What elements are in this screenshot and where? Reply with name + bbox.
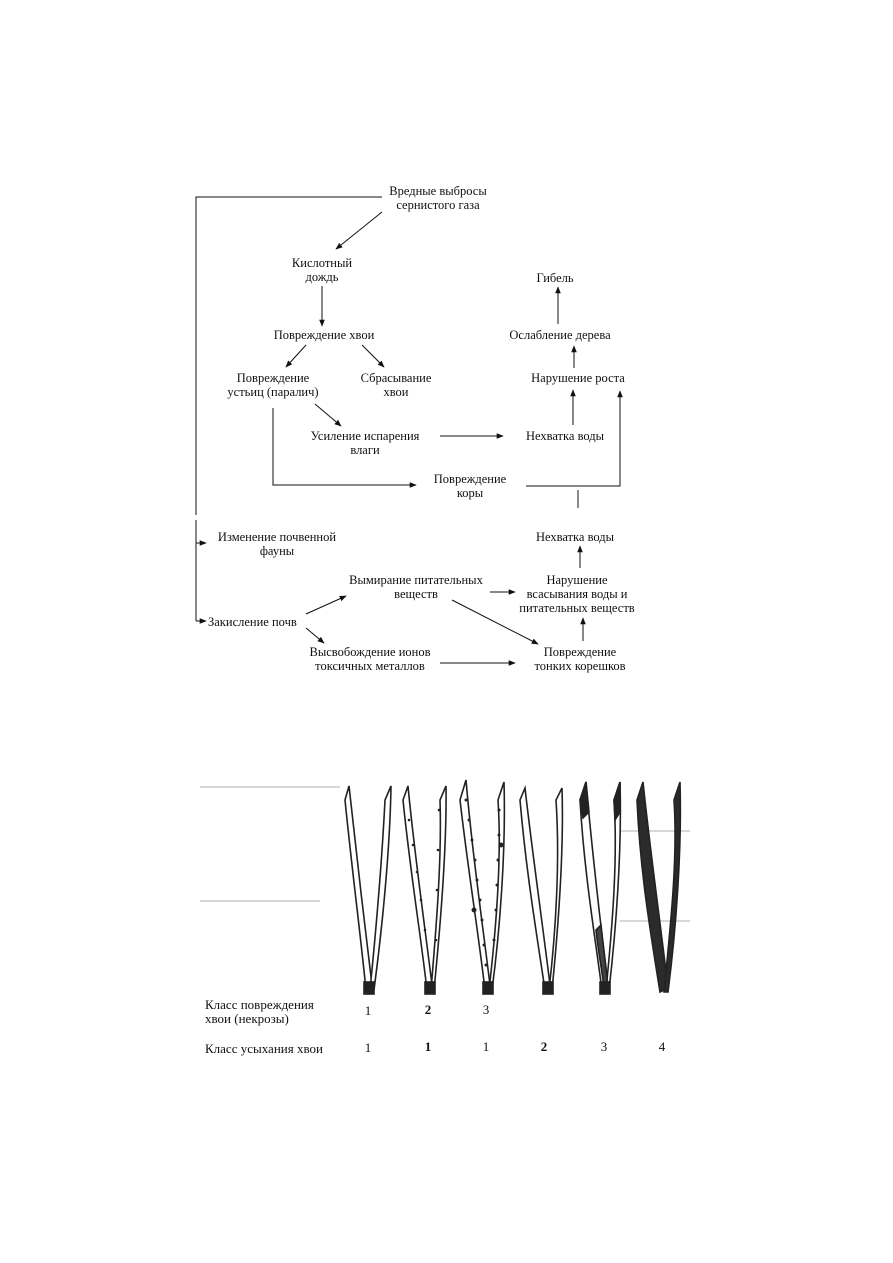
node-text: Нехватка воды	[535, 530, 615, 544]
emissions-left-line	[195, 196, 382, 515]
node-water-shortage-bottom: Нехватка воды	[520, 530, 630, 544]
row-label-drying: Класс усыхания хвои	[205, 1042, 323, 1056]
needle-pair-3	[459, 779, 506, 995]
node-nutrient-loss: Вымирание питательных веществ	[340, 573, 492, 601]
node-root-damage: Повреждение тонких корешков	[515, 645, 645, 673]
node-needle-damage: Повреждение хвои	[262, 328, 386, 342]
node-text: фауны	[259, 544, 295, 558]
scan-noise	[620, 920, 690, 922]
node-text: Нарушение роста	[531, 371, 625, 385]
needle-pair-6	[636, 781, 682, 994]
node-text: Гибель	[536, 271, 574, 285]
row-label-text: хвои (некрозы)	[205, 1011, 289, 1026]
node-water-shortage-top: Нехватка воды	[510, 429, 620, 443]
node-text: веществ	[394, 587, 438, 601]
node-text: Изменение почвенной	[217, 530, 337, 544]
necrosis-class-3: 3	[482, 1002, 490, 1017]
drying-class-1: 1	[364, 1040, 372, 1055]
node-text: Вымирание питательных	[349, 573, 483, 587]
node-text: Повреждение	[543, 645, 617, 659]
necrosis-class-2: 2	[424, 1002, 432, 1017]
drying-class-5: 3	[600, 1039, 608, 1054]
node-text: токсичных металлов	[315, 659, 425, 673]
needle-pair-4	[519, 784, 564, 995]
node-text: Закисление почв	[208, 615, 297, 629]
node-metal-ions: Высвобождение ионов токсичных металлов	[300, 645, 440, 673]
node-emissions: Вредные выбросы сернистого газа	[373, 184, 503, 212]
node-text: хвои	[383, 385, 409, 399]
row-label-text: Класс усыхания хвои	[205, 1041, 323, 1056]
node-soil-acidification: Закисление почв	[208, 615, 312, 629]
needle-pair-5	[579, 781, 622, 995]
drying-class-2: 1	[424, 1039, 432, 1054]
node-tree-weakening: Ослабление дерева	[498, 328, 622, 342]
node-text: Ослабление дерева	[509, 328, 611, 342]
node-text: Нарушение	[546, 573, 608, 587]
node-text: тонких корешков	[534, 659, 626, 673]
node-text: коры	[456, 486, 484, 500]
node-text: влаги	[350, 443, 380, 457]
node-needle-drop: Сбрасывание хвои	[346, 371, 446, 399]
node-text: всасывания воды и	[526, 587, 628, 601]
scan-noise	[200, 900, 320, 902]
drying-class-3: 1	[482, 1039, 490, 1054]
node-soil-fauna: Изменение почвенной фауны	[208, 530, 346, 558]
node-text: Повреждение хвои	[273, 328, 375, 342]
scan-noise	[620, 830, 690, 832]
node-text: Повреждение	[433, 472, 507, 486]
node-text: Кислотный	[291, 256, 353, 270]
node-bark-damage: Повреждение коры	[418, 472, 522, 500]
node-text: Сбрасывание	[360, 371, 432, 385]
node-acid-rain: Кислотный дождь	[272, 256, 372, 284]
node-growth-disturbance: Нарушение роста	[518, 371, 638, 385]
scan-noise	[200, 786, 340, 788]
flowchart-connectors	[195, 196, 623, 666]
node-stomata-damage: Повреждение устьиц (паралич)	[218, 371, 328, 399]
node-text: Усиление испарения	[310, 429, 420, 443]
node-text: дождь	[305, 270, 339, 284]
drying-class-6: 4	[658, 1039, 666, 1054]
drying-class-4: 2	[540, 1039, 548, 1054]
node-text: Повреждение	[236, 371, 310, 385]
necrosis-dots	[407, 798, 504, 967]
row-label-necrosis: Класс повреждения хвои (некрозы)	[205, 998, 314, 1026]
node-text: сернистого газа	[396, 198, 480, 212]
node-death: Гибель	[520, 271, 590, 285]
node-text: Высвобождение ионов	[309, 645, 431, 659]
necrosis-class-1: 1	[364, 1003, 372, 1018]
node-text: Вредные выбросы	[389, 184, 487, 198]
node-text: питательных веществ	[519, 601, 635, 615]
needle-pair-2	[402, 785, 447, 995]
row-label-text: Класс повреждения	[205, 997, 314, 1012]
needle-pair-1	[344, 785, 392, 995]
node-text: устьиц (паралич)	[227, 385, 319, 399]
node-text: Нехватка воды	[525, 429, 605, 443]
node-absorption-disturbance: Нарушение всасывания воды и питательных …	[510, 573, 644, 615]
node-evaporation: Усиление испарения влаги	[300, 429, 430, 457]
